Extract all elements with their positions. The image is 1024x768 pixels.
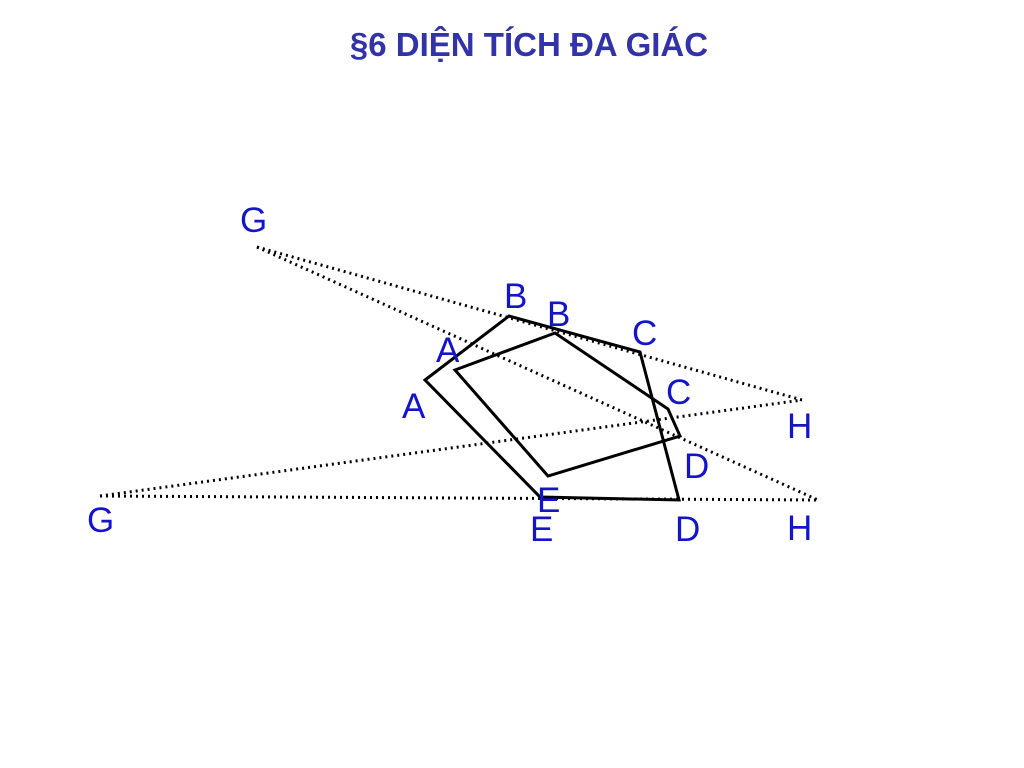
label-b-right: B <box>547 295 570 334</box>
pentagon-first <box>452 331 683 478</box>
dotted-line-g-bottom-to-h-upper <box>99 398 803 498</box>
dotted-line-g-bottom-to-h-lower <box>99 494 819 502</box>
label-a-lower: A <box>402 387 426 426</box>
label-c-upper: C <box>632 314 657 353</box>
label-c-lower: C <box>666 373 691 412</box>
label-d-lower: D <box>675 510 700 549</box>
label-d-upper: D <box>684 447 709 486</box>
label-e-lower: E <box>530 510 553 549</box>
dotted-line-g-top-to-h-upper <box>256 245 803 402</box>
label-g-top: G <box>240 201 267 240</box>
label-b-left: B <box>504 277 527 316</box>
label-h-upper: H <box>787 407 812 446</box>
label-g-bottom: G <box>87 501 114 540</box>
dotted-line-g-top-to-h-lower <box>256 245 819 502</box>
construction-lines <box>99 245 819 502</box>
label-h-lower: H <box>787 509 812 548</box>
slide-title: §6 DIỆN TÍCH ĐA GIÁC <box>349 26 709 63</box>
label-e-upper: E <box>537 481 560 520</box>
vertex-labels: G G A A B B C C D D E E H H <box>87 201 812 549</box>
pentagon-second <box>422 314 681 502</box>
label-a-upper: A <box>436 331 460 370</box>
